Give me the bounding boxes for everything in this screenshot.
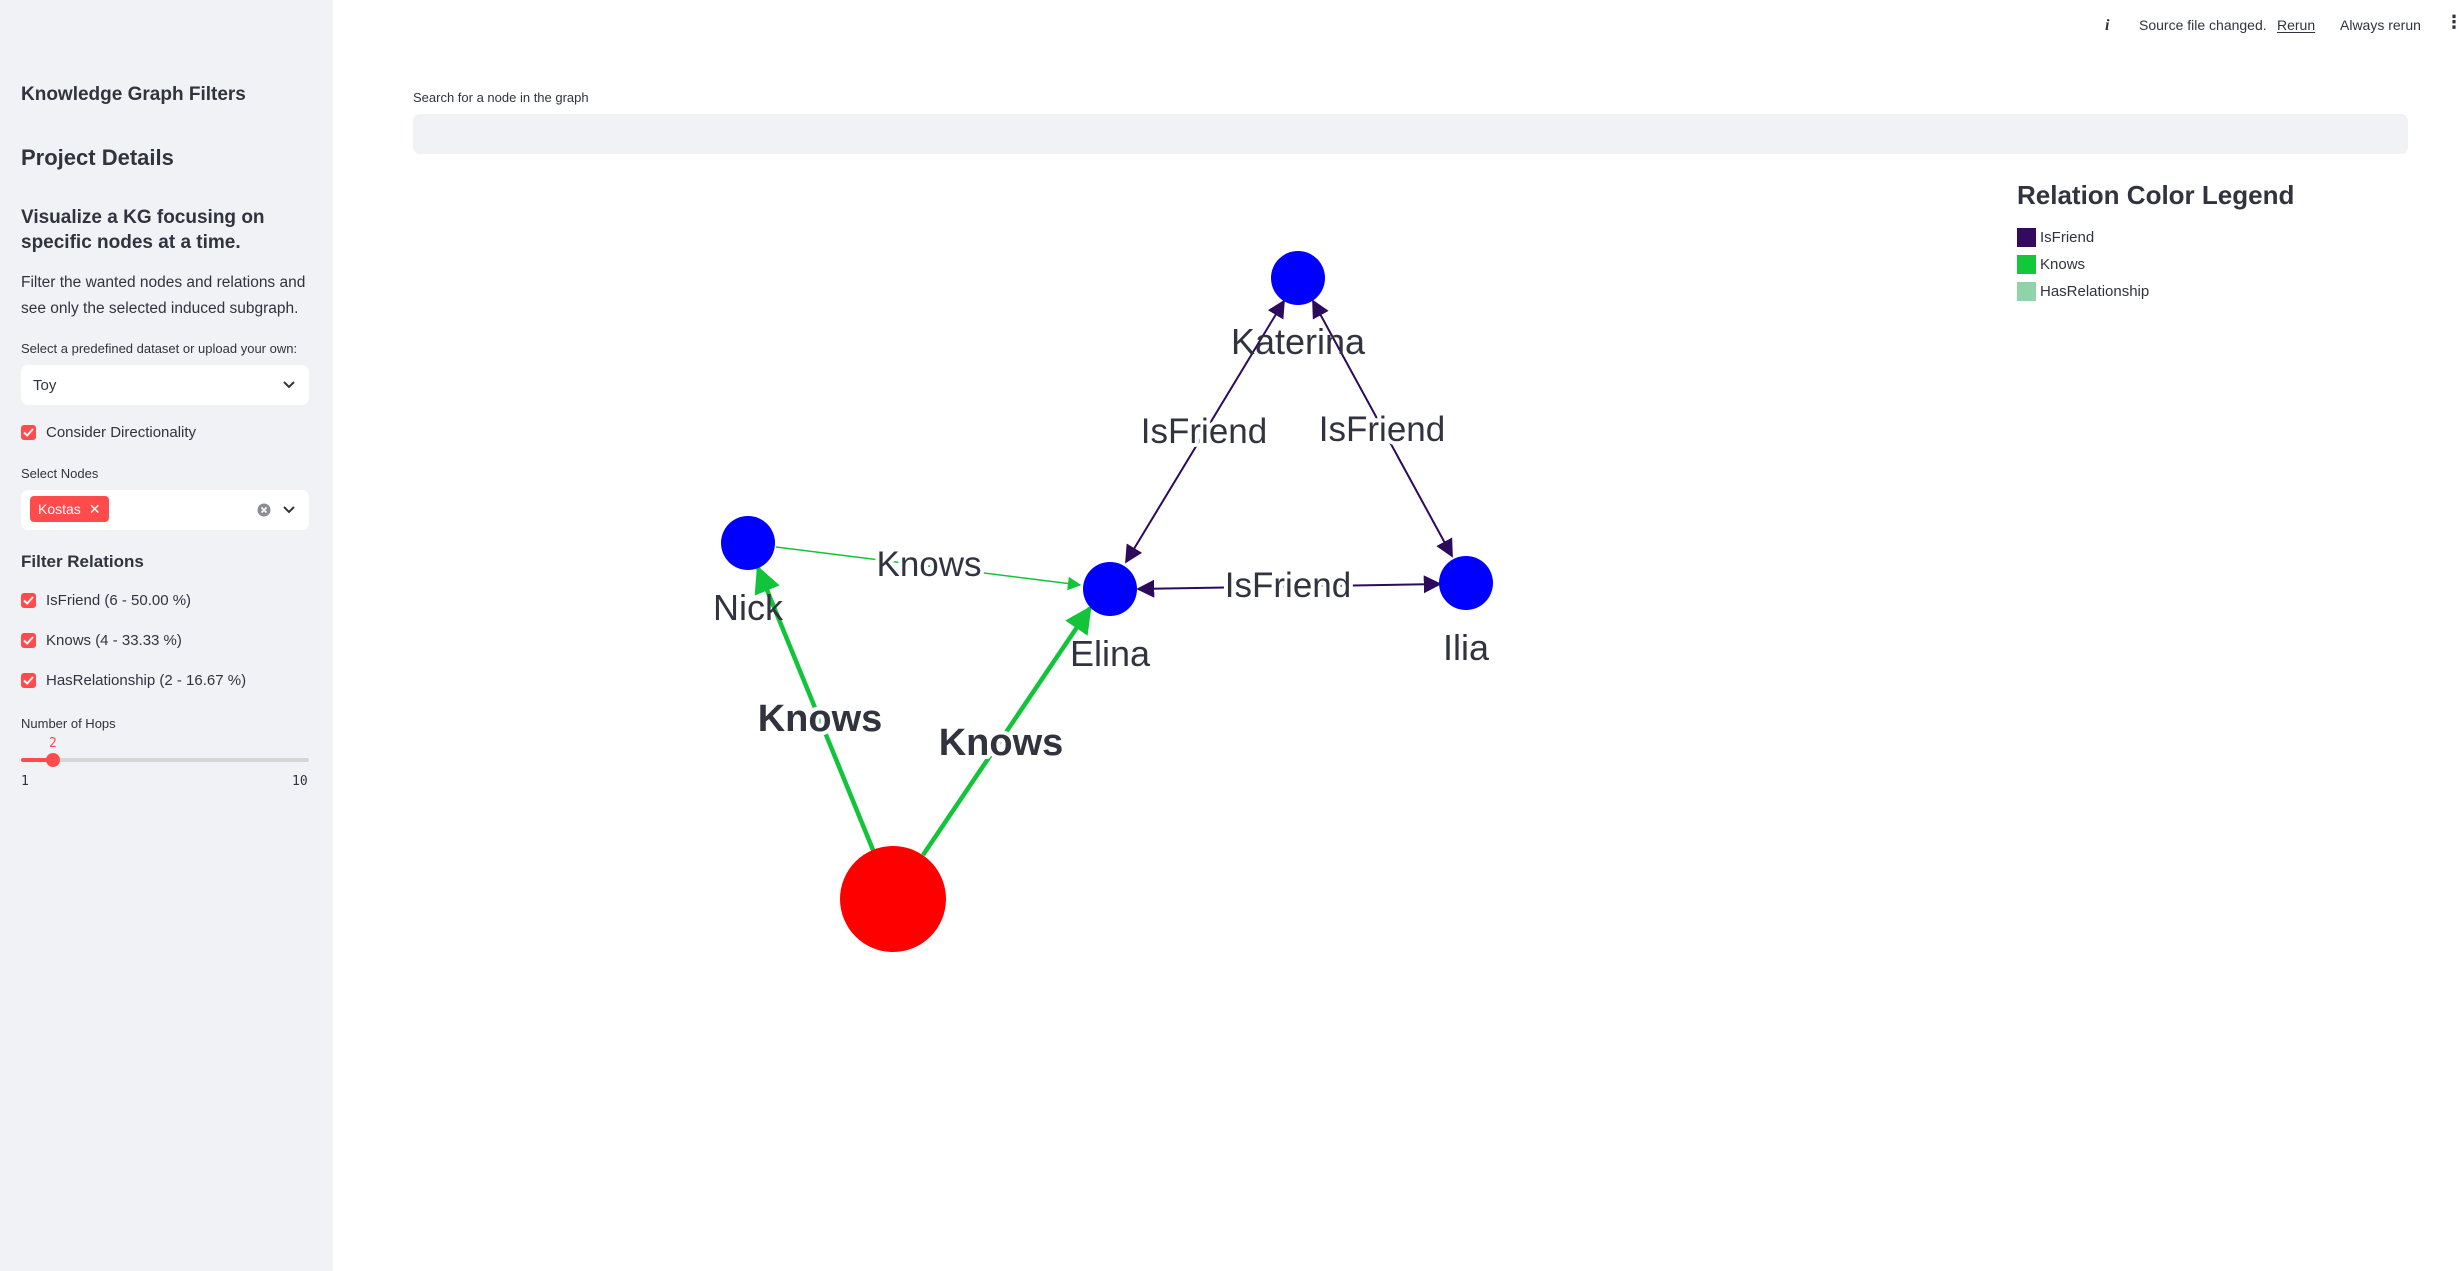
edge-katerina-ilia[interactable] <box>1312 299 1453 558</box>
edge-label-nick-elina: Knows <box>876 545 981 584</box>
relation-checkbox-isfriend[interactable]: IsFriend (6 - 50.00 %) <box>21 592 191 609</box>
node-label-elina: Elina <box>1070 633 1151 674</box>
sidebar: Knowledge Graph Filters Project Details … <box>0 0 333 1271</box>
node-label-ilia: Ilia <box>1443 627 1490 668</box>
legend-item-isfriend: IsFriend <box>2017 228 2094 247</box>
hops-slider-value: 2 <box>49 736 57 751</box>
edge-katerina-elina[interactable] <box>1125 299 1285 564</box>
source-changed-status: Source file changed. <box>2139 17 2267 33</box>
graph-node-katerina[interactable] <box>1271 251 1325 305</box>
graph-node-nick[interactable] <box>721 516 775 570</box>
hops-slider-thumb[interactable] <box>46 753 60 767</box>
directionality-label: Consider Directionality <box>46 424 197 441</box>
remove-chip-icon[interactable]: ✕ <box>88 500 101 517</box>
chevron-down-icon <box>283 381 295 389</box>
legend-label: Knows <box>2040 256 2086 273</box>
node-label-katerina: Katerina <box>1231 321 1366 362</box>
rerun-button[interactable]: Rerun <box>2277 17 2316 33</box>
filter-relations-heading: Filter Relations <box>21 552 144 571</box>
always-rerun-button[interactable]: Always rerun <box>2340 17 2421 33</box>
directionality-checkbox[interactable]: Consider Directionality <box>21 424 196 441</box>
edge-kostas-elina[interactable] <box>921 605 1092 857</box>
legend-item-hasrelationship: HasRelationship <box>2017 282 2149 301</box>
edge-label-elina-ilia: IsFriend <box>1225 566 1351 605</box>
edge-label-kostas-elina: Knows <box>939 722 1064 764</box>
hops-max-label: 10 <box>292 774 308 789</box>
hops-label: Number of Hops <box>21 716 116 731</box>
legend-label: HasRelationship <box>2040 283 2150 300</box>
checkbox-checked-icon <box>21 593 36 608</box>
sidebar-title: Knowledge Graph Filters <box>21 84 246 105</box>
search-label: Search for a node in the graph <box>413 90 589 105</box>
graph-node-focus[interactable] <box>840 846 946 952</box>
top-bar: i Source file changed. Rerun Always reru… <box>333 0 2459 50</box>
checkbox-checked-icon <box>21 425 36 440</box>
main-menu-icon[interactable]: ⋮ <box>2445 12 2459 32</box>
project-details-heading: Project Details <box>21 145 174 170</box>
checkbox-checked-icon <box>21 673 36 688</box>
chevron-down-icon <box>283 506 295 514</box>
legend-label: IsFriend <box>2040 229 2095 246</box>
edge-elina-ilia[interactable] <box>1136 575 1442 598</box>
info-icon: i <box>2105 17 2110 34</box>
edge-label-katerina-elina: IsFriend <box>1141 412 1267 451</box>
select-nodes-label: Select Nodes <box>21 466 99 481</box>
edge-kostas-nick[interactable] <box>754 565 876 851</box>
edge-label-katerina-ilia: IsFriend <box>1319 410 1445 449</box>
node-search-input[interactable] <box>413 114 2408 154</box>
edge-label-kostas-nick: Knows <box>758 698 883 740</box>
clear-all-icon[interactable] <box>257 503 271 517</box>
relation-label: Knows (4 - 33.33 %) <box>46 632 182 649</box>
legend-swatch <box>2017 255 2036 274</box>
node-label-nick: Nick <box>713 587 784 628</box>
graph-node-ilia[interactable] <box>1439 556 1493 610</box>
legend-swatch <box>2017 282 2036 301</box>
project-description: Filter the wanted nodes and relations an… <box>21 274 306 317</box>
legend-title: Relation Color Legend <box>2017 180 2295 210</box>
hops-min-label: 1 <box>21 774 29 789</box>
checkbox-checked-icon <box>21 633 36 648</box>
dataset-select-label: Select a predefined dataset or upload yo… <box>21 341 298 356</box>
hops-slider[interactable]: 2 <box>21 736 309 767</box>
dataset-select[interactable]: Toy <box>21 365 309 405</box>
legend-swatch <box>2017 228 2036 247</box>
relation-label: IsFriend (6 - 50.00 %) <box>46 592 192 609</box>
relation-label: HasRelationship (2 - 16.67 %) <box>46 672 247 689</box>
relation-checkbox-knows[interactable]: Knows (4 - 33.33 %) <box>21 632 182 649</box>
hops-slider-fill <box>21 758 53 762</box>
dataset-select-value: Toy <box>33 376 57 394</box>
edge-nick-elina[interactable] <box>775 546 1082 591</box>
project-subheading: Visualize a KG focusing on specific node… <box>21 207 265 253</box>
legend-item-knows: Knows <box>2017 255 2085 274</box>
chip-label: Kostas <box>38 501 81 517</box>
graph-node-elina[interactable] <box>1083 562 1137 616</box>
selected-node-chip[interactable]: Kostas ✕ <box>30 496 109 522</box>
relation-checkbox-hasrelationship[interactable]: HasRelationship (2 - 16.67 %) <box>21 672 246 689</box>
